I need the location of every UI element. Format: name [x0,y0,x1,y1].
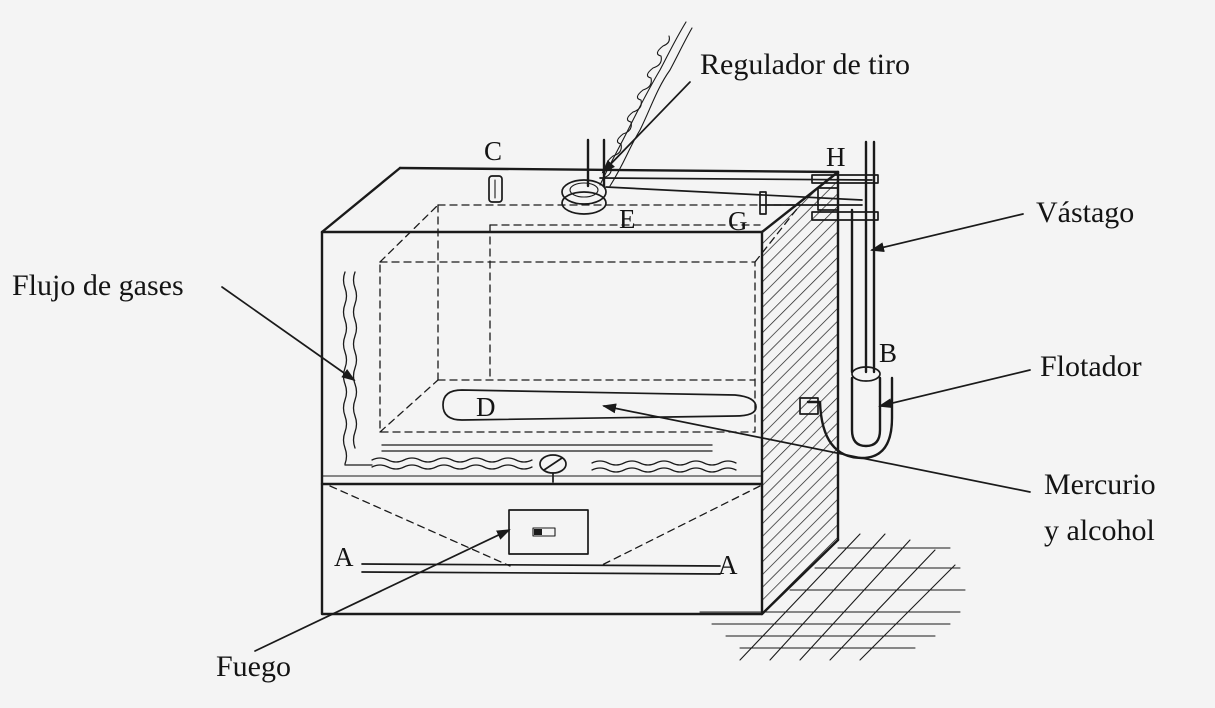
letter-h: H [826,142,846,172]
right-wall-hatching [762,172,838,614]
letter-a-left: A [334,542,354,572]
arrow-flotador [878,369,1031,409]
label-flotador: Flotador [1040,350,1142,383]
label-mercurio: Mercurio [1044,468,1156,501]
fire-box [508,509,589,555]
mercury-alcohol-capsule [442,389,757,421]
label-regulador-de-tiro: Regulador de tiro [700,48,910,81]
floor-hatching [699,533,966,661]
letter-a-right: A [718,550,738,580]
a-rail [361,563,721,575]
fire-compartment-dashed [329,485,761,567]
letter-e: E [619,204,636,234]
arrow-vastago [870,213,1024,253]
pin-g [759,191,767,215]
draft-regulator-disc [561,138,607,215]
label-flujo-de-gases: Flujo de gases [12,269,184,302]
letter-d: D [476,392,496,422]
label-y-alcohol: y alcohol [1044,514,1155,547]
letter-g: G [728,206,748,236]
gas-flow-channel [342,271,737,473]
arrow-flujo-de-gases [221,286,356,382]
lever-rod [599,177,873,206]
labels: Regulador de tiro Vástago Flujo de gases… [12,48,1156,683]
inner-chamber-dashed [379,204,801,433]
letter-b: B [879,338,897,368]
arrow-mercurio [602,403,1031,493]
arrow-regulador-de-tiro [601,81,691,174]
label-vastago: Vástago [1036,196,1134,229]
box-outline [320,166,840,616]
center-valve [539,454,567,483]
letter-c: C [484,136,502,166]
regulator-chain [599,21,693,187]
pointer-arrows [221,81,1031,652]
label-fuego: Fuego [216,650,291,683]
stem-assembly [811,140,879,374]
arrow-fuego [254,529,511,652]
vent-c [488,175,503,203]
